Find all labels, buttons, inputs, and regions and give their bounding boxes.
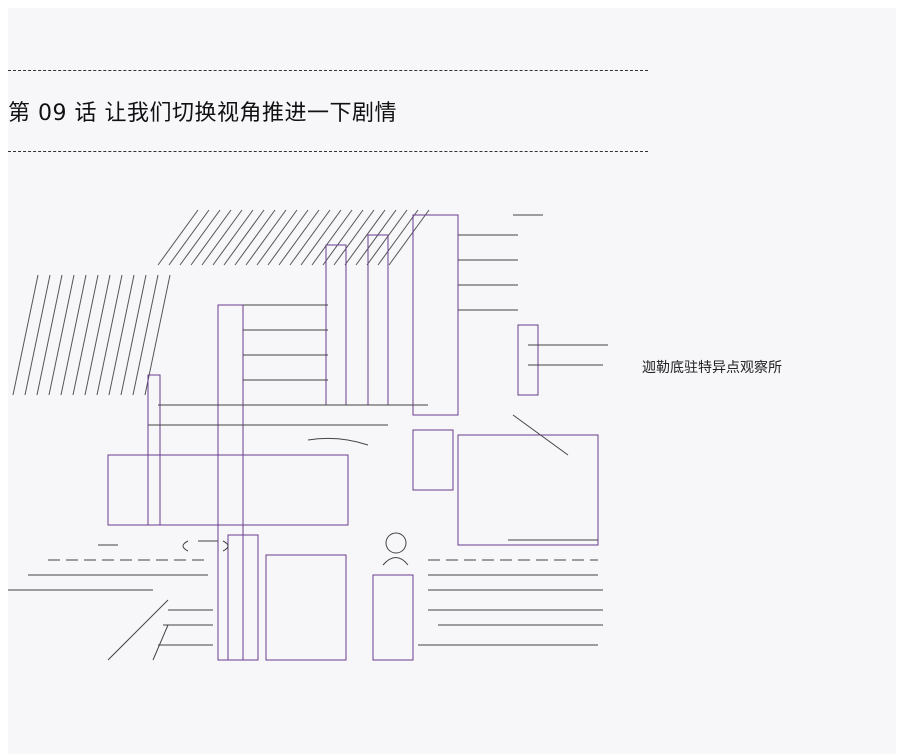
hatch-line: [267, 209, 309, 266]
separator-top: [8, 70, 648, 71]
hatch-line: [60, 274, 87, 396]
hatch-line: [24, 274, 51, 396]
hatch-line: [132, 274, 159, 396]
hatch-line: [333, 209, 375, 266]
hatch-line: [223, 209, 265, 266]
hatch-line: [84, 274, 111, 396]
hatch-line: [157, 209, 199, 266]
hatch-line: [201, 209, 243, 266]
hatch-line: [168, 209, 210, 266]
chapter-title: 第 09 话 让我们切换视角推进一下剧情: [8, 101, 397, 126]
hatch-line: [322, 209, 364, 266]
perspective-lines: [107, 214, 569, 661]
hatch-line: [48, 274, 75, 396]
ascii-art-illustration: [8, 209, 608, 661]
hatch-line: [144, 274, 171, 396]
hatch-line: [96, 274, 123, 396]
hatch-line: [12, 274, 39, 396]
hatch-line: [212, 209, 254, 266]
hatch-line: [300, 209, 342, 266]
building-columns: [107, 214, 599, 661]
hatch-line: [179, 209, 221, 266]
horizontal-lines: [8, 234, 608, 646]
hatch-line: [120, 274, 147, 396]
hatch-line: [377, 209, 419, 266]
hatch-line: [72, 274, 99, 396]
hatch-line: [278, 209, 320, 266]
hatch-line: [289, 209, 331, 266]
hatch-line: [388, 209, 430, 266]
hatch-line: [256, 209, 298, 266]
hatch-line: [366, 209, 408, 266]
hatch-line: [190, 209, 232, 266]
document-page: [8, 8, 896, 754]
hatch-line: [245, 209, 287, 266]
separator-bottom: [8, 151, 648, 152]
hatch-line: [108, 274, 135, 396]
hatch-line: [311, 209, 353, 266]
hatched-sky: [12, 209, 430, 396]
hatch-line: [36, 274, 63, 396]
illustration-caption: 迦勒底驻特异点观察所: [642, 360, 782, 376]
hatch-line: [234, 209, 276, 266]
hatch-line: [344, 209, 386, 266]
hatch-line: [355, 209, 397, 266]
